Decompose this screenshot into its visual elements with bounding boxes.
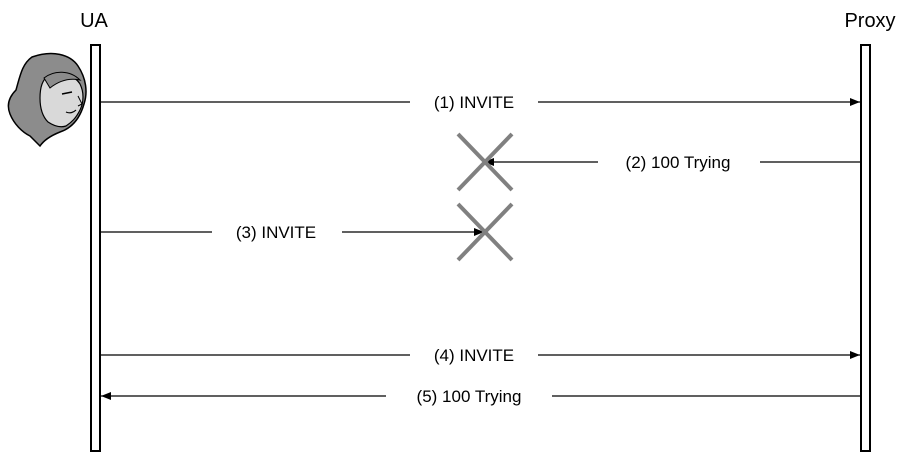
message-1-label: (1) INVITE — [434, 93, 514, 112]
message-5-label: (5) 100 Trying — [417, 387, 522, 406]
user-avatar-icon — [7, 52, 87, 148]
message-4-label: (4) INVITE — [434, 346, 514, 365]
lifeline-proxy — [860, 44, 871, 452]
actor-label-ua: UA — [80, 10, 108, 32]
message-3-lost-marker — [456, 202, 514, 262]
message-2-lost-marker — [456, 132, 514, 192]
message-3-label: (3) INVITE — [236, 223, 316, 242]
actor-label-proxy: Proxy — [844, 10, 895, 32]
lifeline-ua — [90, 44, 101, 452]
message-2-label: (2) 100 Trying — [626, 153, 731, 172]
